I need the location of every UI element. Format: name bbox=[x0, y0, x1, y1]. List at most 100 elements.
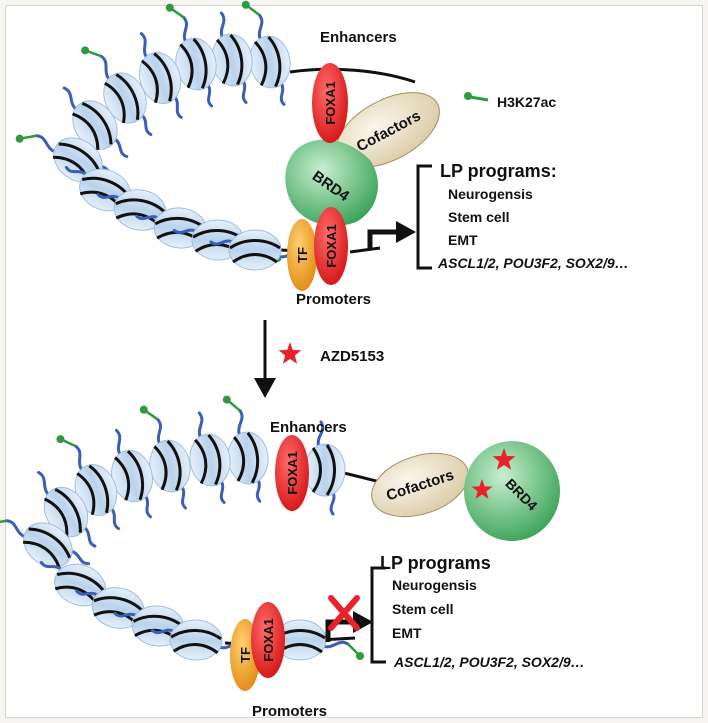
dna-wrap bbox=[267, 35, 282, 88]
dna-wrap bbox=[114, 456, 131, 501]
dna-wrap bbox=[23, 540, 61, 568]
nucleosome bbox=[0, 519, 91, 568]
histone-core bbox=[304, 443, 346, 497]
tf-label: TF bbox=[295, 247, 310, 263]
foxa1-promoter-bottom bbox=[251, 602, 285, 678]
chromatin-loop-bottom bbox=[0, 395, 364, 661]
histone-tail bbox=[241, 79, 248, 104]
nucleosome bbox=[241, 0, 291, 106]
transcription-start-arrow-bottom bbox=[325, 619, 355, 642]
nucleosome bbox=[56, 435, 121, 531]
foxa1-enhancer bbox=[312, 63, 348, 143]
histone-tail bbox=[109, 506, 121, 531]
dna-wrap bbox=[115, 73, 140, 121]
bound-inhibitor-star-icon-2 bbox=[471, 479, 493, 499]
enhancer-dna-strand bbox=[289, 67, 416, 84]
program-neurogenesis-bottom: Neurogensis bbox=[392, 577, 477, 593]
h3k27ac-legend-dot bbox=[464, 92, 472, 100]
nucleosome bbox=[189, 411, 231, 504]
foxa1-enhancer-label-bottom: FOXA1 bbox=[285, 451, 300, 494]
dna-wrap bbox=[54, 488, 82, 533]
lp-programs-title-bottom: LP programs bbox=[380, 553, 491, 573]
bottom-panel: FOXA1 Cofactors BRD4 TF FOXA1 Enhancers … bbox=[0, 395, 585, 720]
dna-wrap bbox=[229, 239, 281, 250]
dna-wrap bbox=[311, 447, 322, 493]
enhancers-label-bottom: Enhancers bbox=[270, 419, 347, 436]
acetyl-mark-dot bbox=[165, 3, 174, 12]
program-neurogenesis: Neurogensis bbox=[448, 186, 533, 202]
programs-bracket bbox=[416, 164, 432, 270]
program-stem-cell-bottom: Stem cell bbox=[392, 601, 453, 617]
histone-tail bbox=[64, 165, 89, 177]
acetyl-mark-dot bbox=[15, 134, 24, 143]
dna-wrap bbox=[88, 464, 110, 514]
foxa1-promoter-label: FOXA1 bbox=[324, 224, 339, 267]
histone-tail bbox=[172, 228, 198, 235]
histone-tail bbox=[150, 628, 176, 635]
histone-tail bbox=[113, 611, 139, 618]
tf-protein bbox=[287, 219, 317, 291]
chromatin-loop-top bbox=[15, 0, 305, 271]
dna-wrap bbox=[192, 37, 208, 89]
histone-core bbox=[249, 35, 291, 89]
acetyl-mark-dot bbox=[139, 405, 148, 414]
top-panel: Cofactors BRD4 FOXA1 TF FOXA1 H3K27ac En… bbox=[15, 0, 629, 308]
histone-tail bbox=[209, 239, 235, 246]
acetyl-mark-dot bbox=[356, 652, 364, 660]
histone-tail bbox=[75, 589, 100, 598]
histone-tail bbox=[96, 192, 122, 200]
histone-core bbox=[103, 72, 147, 124]
treatment-arrowhead bbox=[254, 378, 276, 398]
cofactors-complex-bottom bbox=[371, 452, 469, 518]
programs-bracket-bottom bbox=[370, 566, 386, 664]
histone-tail bbox=[112, 136, 129, 158]
transcription-arrowhead bbox=[396, 221, 416, 243]
acetyl-mark bbox=[247, 5, 261, 17]
histone-tail bbox=[219, 479, 226, 504]
dna-wrap bbox=[166, 439, 182, 491]
dna-wrap bbox=[229, 33, 244, 86]
histone-tail bbox=[69, 549, 91, 566]
program-stem-cell: Stem cell bbox=[448, 209, 509, 225]
histone-tail bbox=[206, 82, 214, 108]
nucleosome bbox=[209, 229, 305, 271]
dna-wrap bbox=[193, 438, 208, 485]
dna-wrap bbox=[104, 81, 126, 124]
dna-wrap bbox=[207, 433, 222, 486]
acetyl-mark bbox=[347, 643, 359, 655]
nucleosome bbox=[81, 46, 153, 136]
dna-wrap bbox=[172, 642, 219, 654]
brd4-protein bbox=[285, 139, 378, 226]
dna-wrap bbox=[72, 112, 100, 150]
acetyl-mark-dot bbox=[222, 395, 231, 404]
nucleosome bbox=[37, 470, 97, 548]
dna-wrap bbox=[253, 40, 268, 87]
nucleosome bbox=[139, 405, 191, 510]
tf-label-bottom: TF bbox=[238, 647, 253, 663]
program-genes: ASCL1/2, POU3F2, SOX2/9… bbox=[437, 255, 629, 271]
nucleosome bbox=[138, 32, 183, 119]
foxa1-enhancer-bottom bbox=[275, 435, 309, 511]
promoters-label: Promoters bbox=[296, 291, 371, 308]
h3k27ac-legend-line bbox=[469, 95, 489, 102]
nucleosome bbox=[62, 86, 129, 158]
bound-inhibitor-star-icon bbox=[492, 448, 516, 470]
dna-wrap bbox=[126, 450, 145, 501]
nucleosome bbox=[304, 420, 346, 516]
dna-wrap bbox=[215, 38, 230, 85]
transcription-start-arrow bbox=[367, 229, 398, 250]
promoter-dna-strand-2 bbox=[349, 246, 381, 254]
dna-wrap bbox=[140, 59, 159, 104]
lp-programs-title: LP programs: bbox=[440, 161, 557, 181]
histone-core bbox=[72, 100, 118, 150]
foxa1-promoter bbox=[314, 207, 348, 285]
histone-tail bbox=[82, 525, 97, 548]
nucleosome bbox=[211, 11, 253, 104]
dna-wrap bbox=[115, 198, 167, 214]
dna-wrap bbox=[153, 445, 168, 491]
dna-wrap bbox=[58, 142, 102, 174]
histone-core bbox=[169, 619, 223, 661]
acetyl-mark bbox=[22, 134, 37, 140]
histone-core bbox=[227, 431, 269, 485]
